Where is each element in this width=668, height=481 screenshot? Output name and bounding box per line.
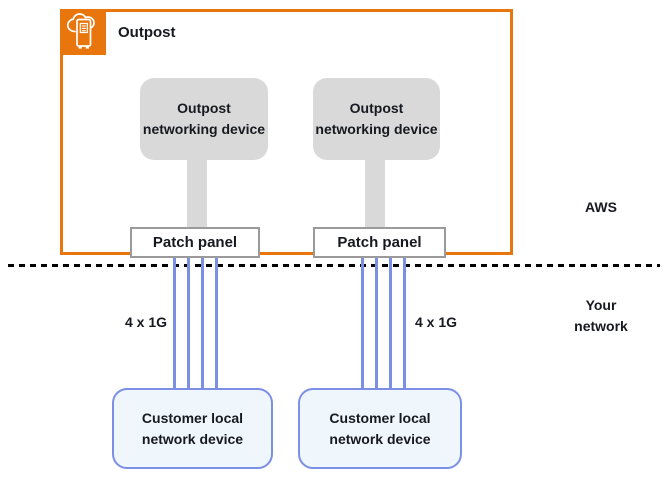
link-bandwidth-label-left: 4 x 1G (124, 314, 167, 330)
device-to-panel-connector-2 (365, 158, 385, 229)
patch-panel-2-label: Patch panel (337, 234, 422, 251)
outpost-group-box (60, 9, 513, 255)
patch-panel-1: Patch panel (130, 227, 260, 258)
patch-panel-1-label: Patch panel (152, 234, 238, 251)
zone-label-aws: AWS (585, 199, 617, 215)
link-line (389, 258, 392, 390)
link-line (187, 258, 190, 390)
customer-local-network-device-1-label: Customer local network device (141, 409, 244, 447)
device-to-panel-connector-1 (187, 158, 207, 229)
customer-local-network-device-2-label: Customer local network device (329, 409, 431, 447)
outpost-networking-device-2: Outpost networking device (313, 78, 440, 160)
aws-outposts-icon (60, 9, 106, 55)
link-line (403, 258, 406, 390)
link-line (201, 258, 204, 390)
outpost-group-label: Outpost (118, 24, 176, 41)
link-line (375, 258, 378, 390)
outpost-networking-device-1-label: Outpost networking device (142, 100, 266, 137)
zone-label-your-network: Your network (574, 297, 628, 334)
link-bandwidth-label-right: 4 x 1G (415, 314, 458, 330)
link-line (173, 258, 176, 390)
link-line (215, 258, 218, 390)
outpost-networking-device-2-label: Outpost networking device (315, 100, 438, 137)
customer-local-network-device-2: Customer local network device (298, 388, 462, 469)
link-line (361, 258, 364, 390)
network-boundary-dashed-line (8, 264, 660, 267)
customer-local-network-device-1: Customer local network device (112, 388, 273, 469)
patch-panel-2: Patch panel (313, 227, 446, 258)
outpost-networking-device-1: Outpost networking device (140, 78, 268, 160)
